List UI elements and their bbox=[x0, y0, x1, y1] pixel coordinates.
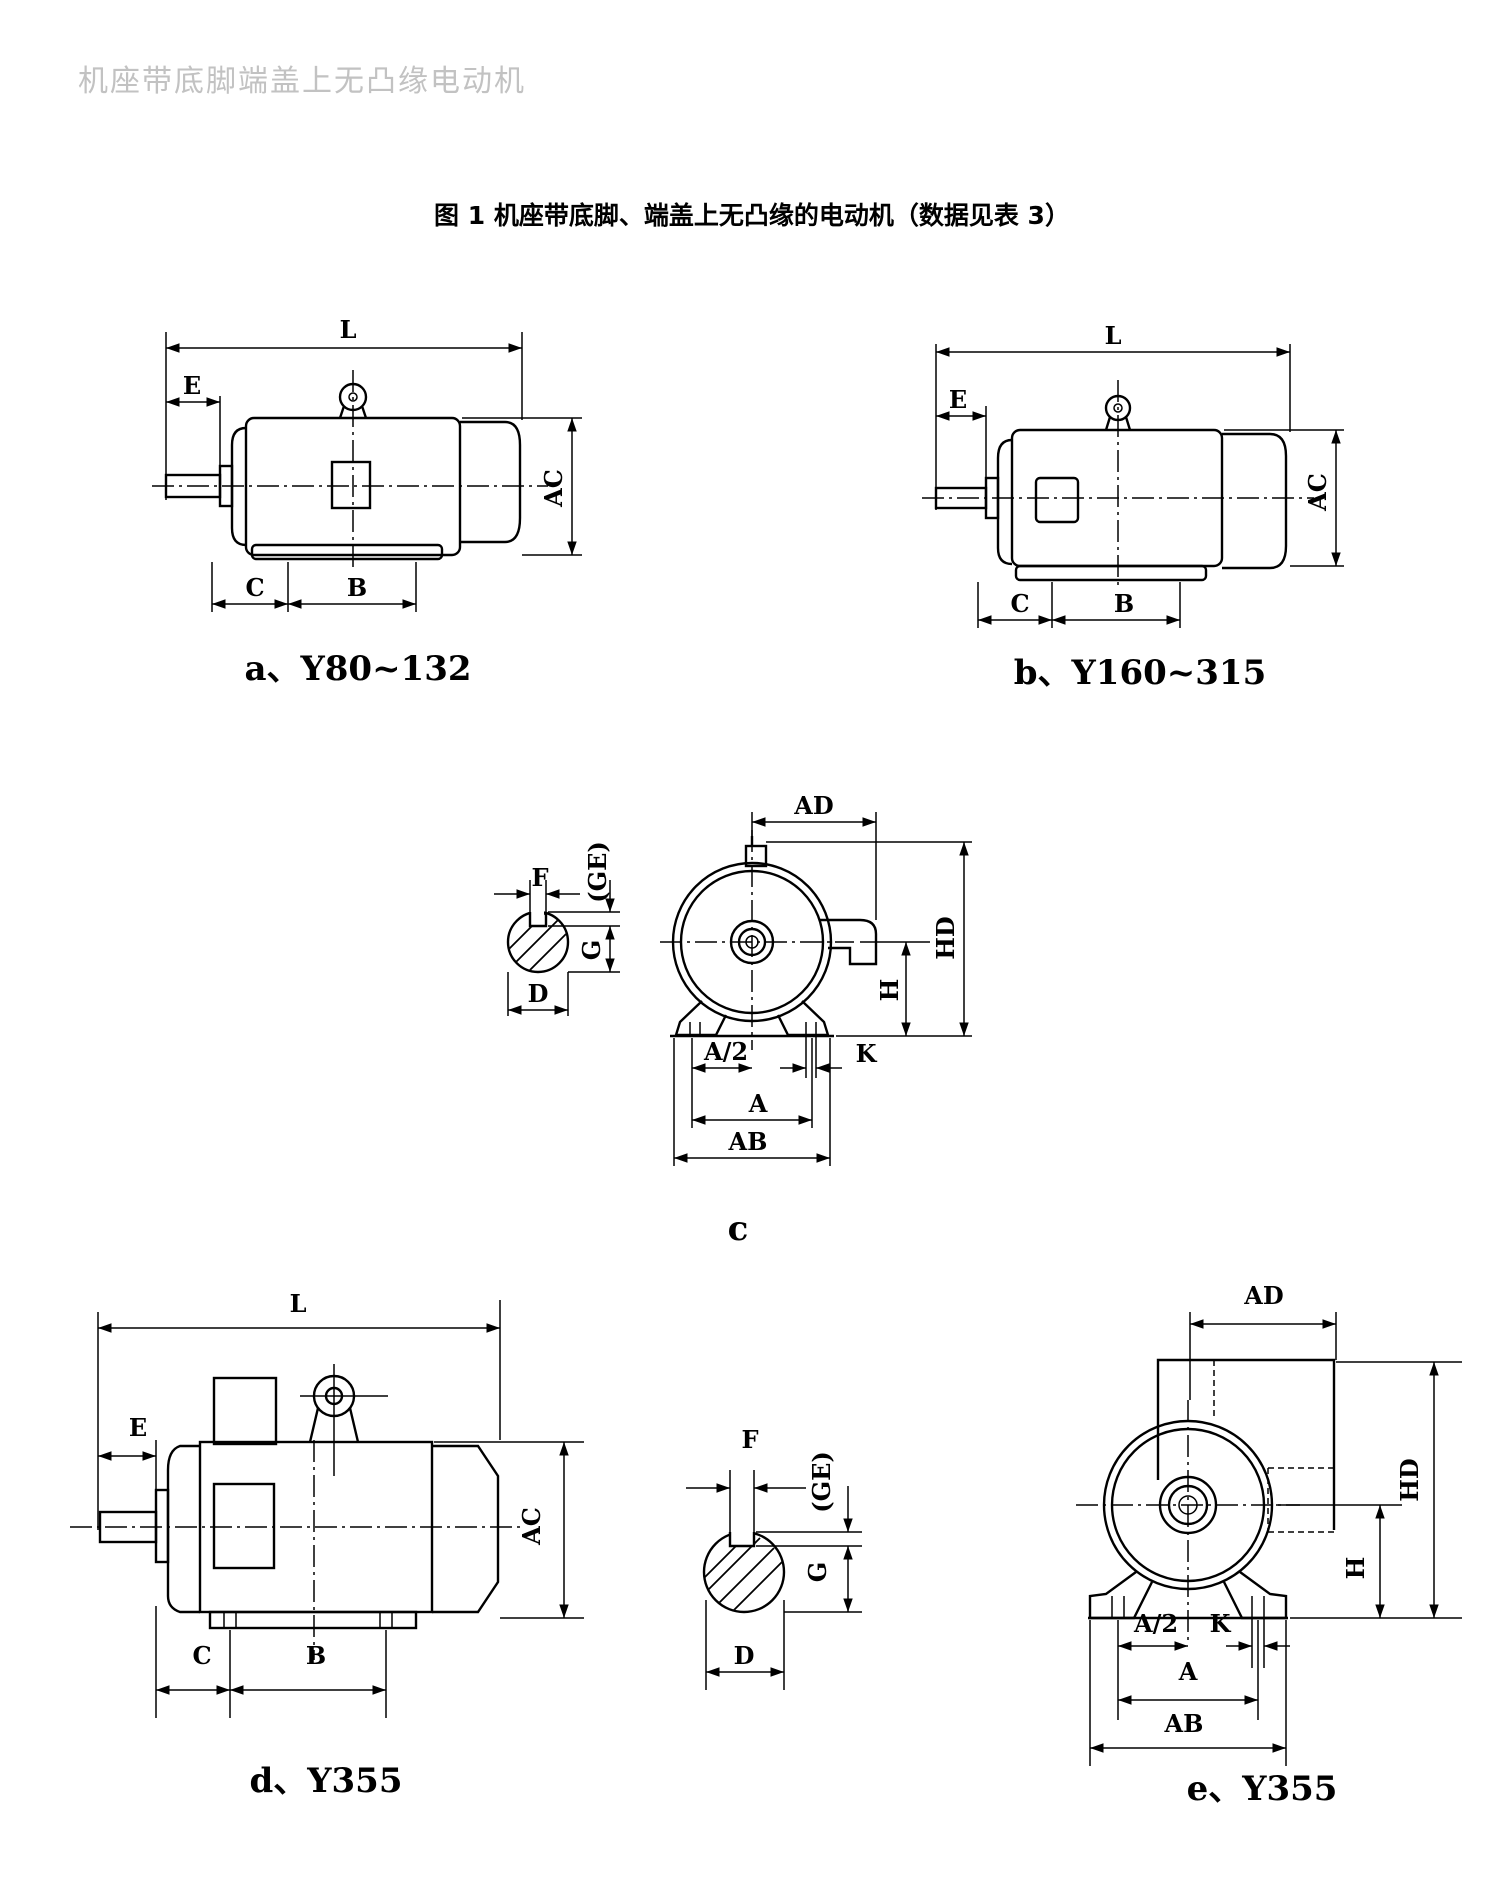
view-d-label-G: G bbox=[803, 1562, 832, 1583]
view-e-label-K: K bbox=[1210, 1609, 1232, 1638]
view-d-label-F: F bbox=[741, 1425, 758, 1454]
view-c-label-A-half: A/2 bbox=[703, 1037, 748, 1066]
view-a-label-AC: AC bbox=[539, 469, 568, 508]
view-c-label-A: A bbox=[748, 1089, 768, 1118]
view-c-label-HD: HD bbox=[931, 916, 960, 960]
view-b-caption: b、Y160~315 bbox=[1014, 653, 1266, 693]
view-e-label-HD: HD bbox=[1395, 1458, 1424, 1502]
view-b-label-B: B bbox=[1114, 589, 1134, 618]
view-a-label-E: E bbox=[183, 371, 201, 400]
view-e-label-AB: AB bbox=[1164, 1709, 1204, 1738]
view-d-label-B: B bbox=[306, 1641, 326, 1670]
view-a-caption: a、Y80~132 bbox=[244, 649, 471, 689]
view-d-label-GE: (GE) bbox=[807, 1451, 836, 1513]
view-e-label-A: A bbox=[1178, 1657, 1198, 1686]
view-d-label-E: E bbox=[129, 1413, 147, 1442]
view-b-label-L: L bbox=[1105, 321, 1122, 350]
view-c-label-K: K bbox=[856, 1039, 878, 1068]
view-e-label-H: H bbox=[1341, 1557, 1370, 1580]
view-c-label-F: F bbox=[531, 863, 548, 892]
view-a-label-L: L bbox=[340, 315, 357, 344]
view-c-label-AB: AB bbox=[728, 1127, 768, 1156]
figure-title: 图 1 机座带底脚、端盖上无凸缘的电动机（数据见表 3） bbox=[434, 201, 1070, 230]
view-e-caption: e、Y355 bbox=[1187, 1769, 1338, 1809]
view-b-label-C: C bbox=[1010, 589, 1029, 618]
view-b-label-E: E bbox=[949, 385, 967, 414]
view-a-label-B: B bbox=[347, 573, 367, 602]
view-b-label-AC: AC bbox=[1303, 473, 1332, 512]
view-a-side: L E AC C B a、Y80~132 bbox=[152, 315, 582, 689]
view-d-caption: d、Y355 bbox=[249, 1761, 402, 1801]
view-c-label-H: H bbox=[875, 979, 904, 1002]
view-c-caption: c bbox=[728, 1209, 749, 1249]
view-d-label-C: C bbox=[192, 1641, 211, 1670]
view-c-label-AD: AD bbox=[793, 791, 833, 820]
view-b-side: L E AC C B b、Y160~315 bbox=[922, 321, 1344, 693]
view-c-label-D: D bbox=[528, 979, 549, 1008]
view-a-label-C: C bbox=[245, 573, 264, 602]
view-d-label-D: D bbox=[734, 1641, 755, 1670]
view-c-label-G: G bbox=[577, 940, 606, 961]
view-d-side: L E AC C B d、Y355 F (GE) G D bbox=[70, 1289, 862, 1801]
view-e-label-A-half: A/2 bbox=[1133, 1609, 1178, 1638]
page-header: 机座带底脚端盖上无凸缘电动机 bbox=[78, 64, 526, 99]
view-c-label-GE: (GE) bbox=[583, 841, 612, 903]
view-d-label-L: L bbox=[290, 1289, 307, 1318]
view-e-label-AD: AD bbox=[1243, 1281, 1283, 1310]
view-e-end: AD HD H A/2 K A AB e、Y355 bbox=[1076, 1281, 1462, 1809]
view-c-end: AD HD H K A/2 A AB F (GE) G D c bbox=[494, 791, 972, 1249]
view-d-label-AC: AC bbox=[517, 1507, 546, 1546]
